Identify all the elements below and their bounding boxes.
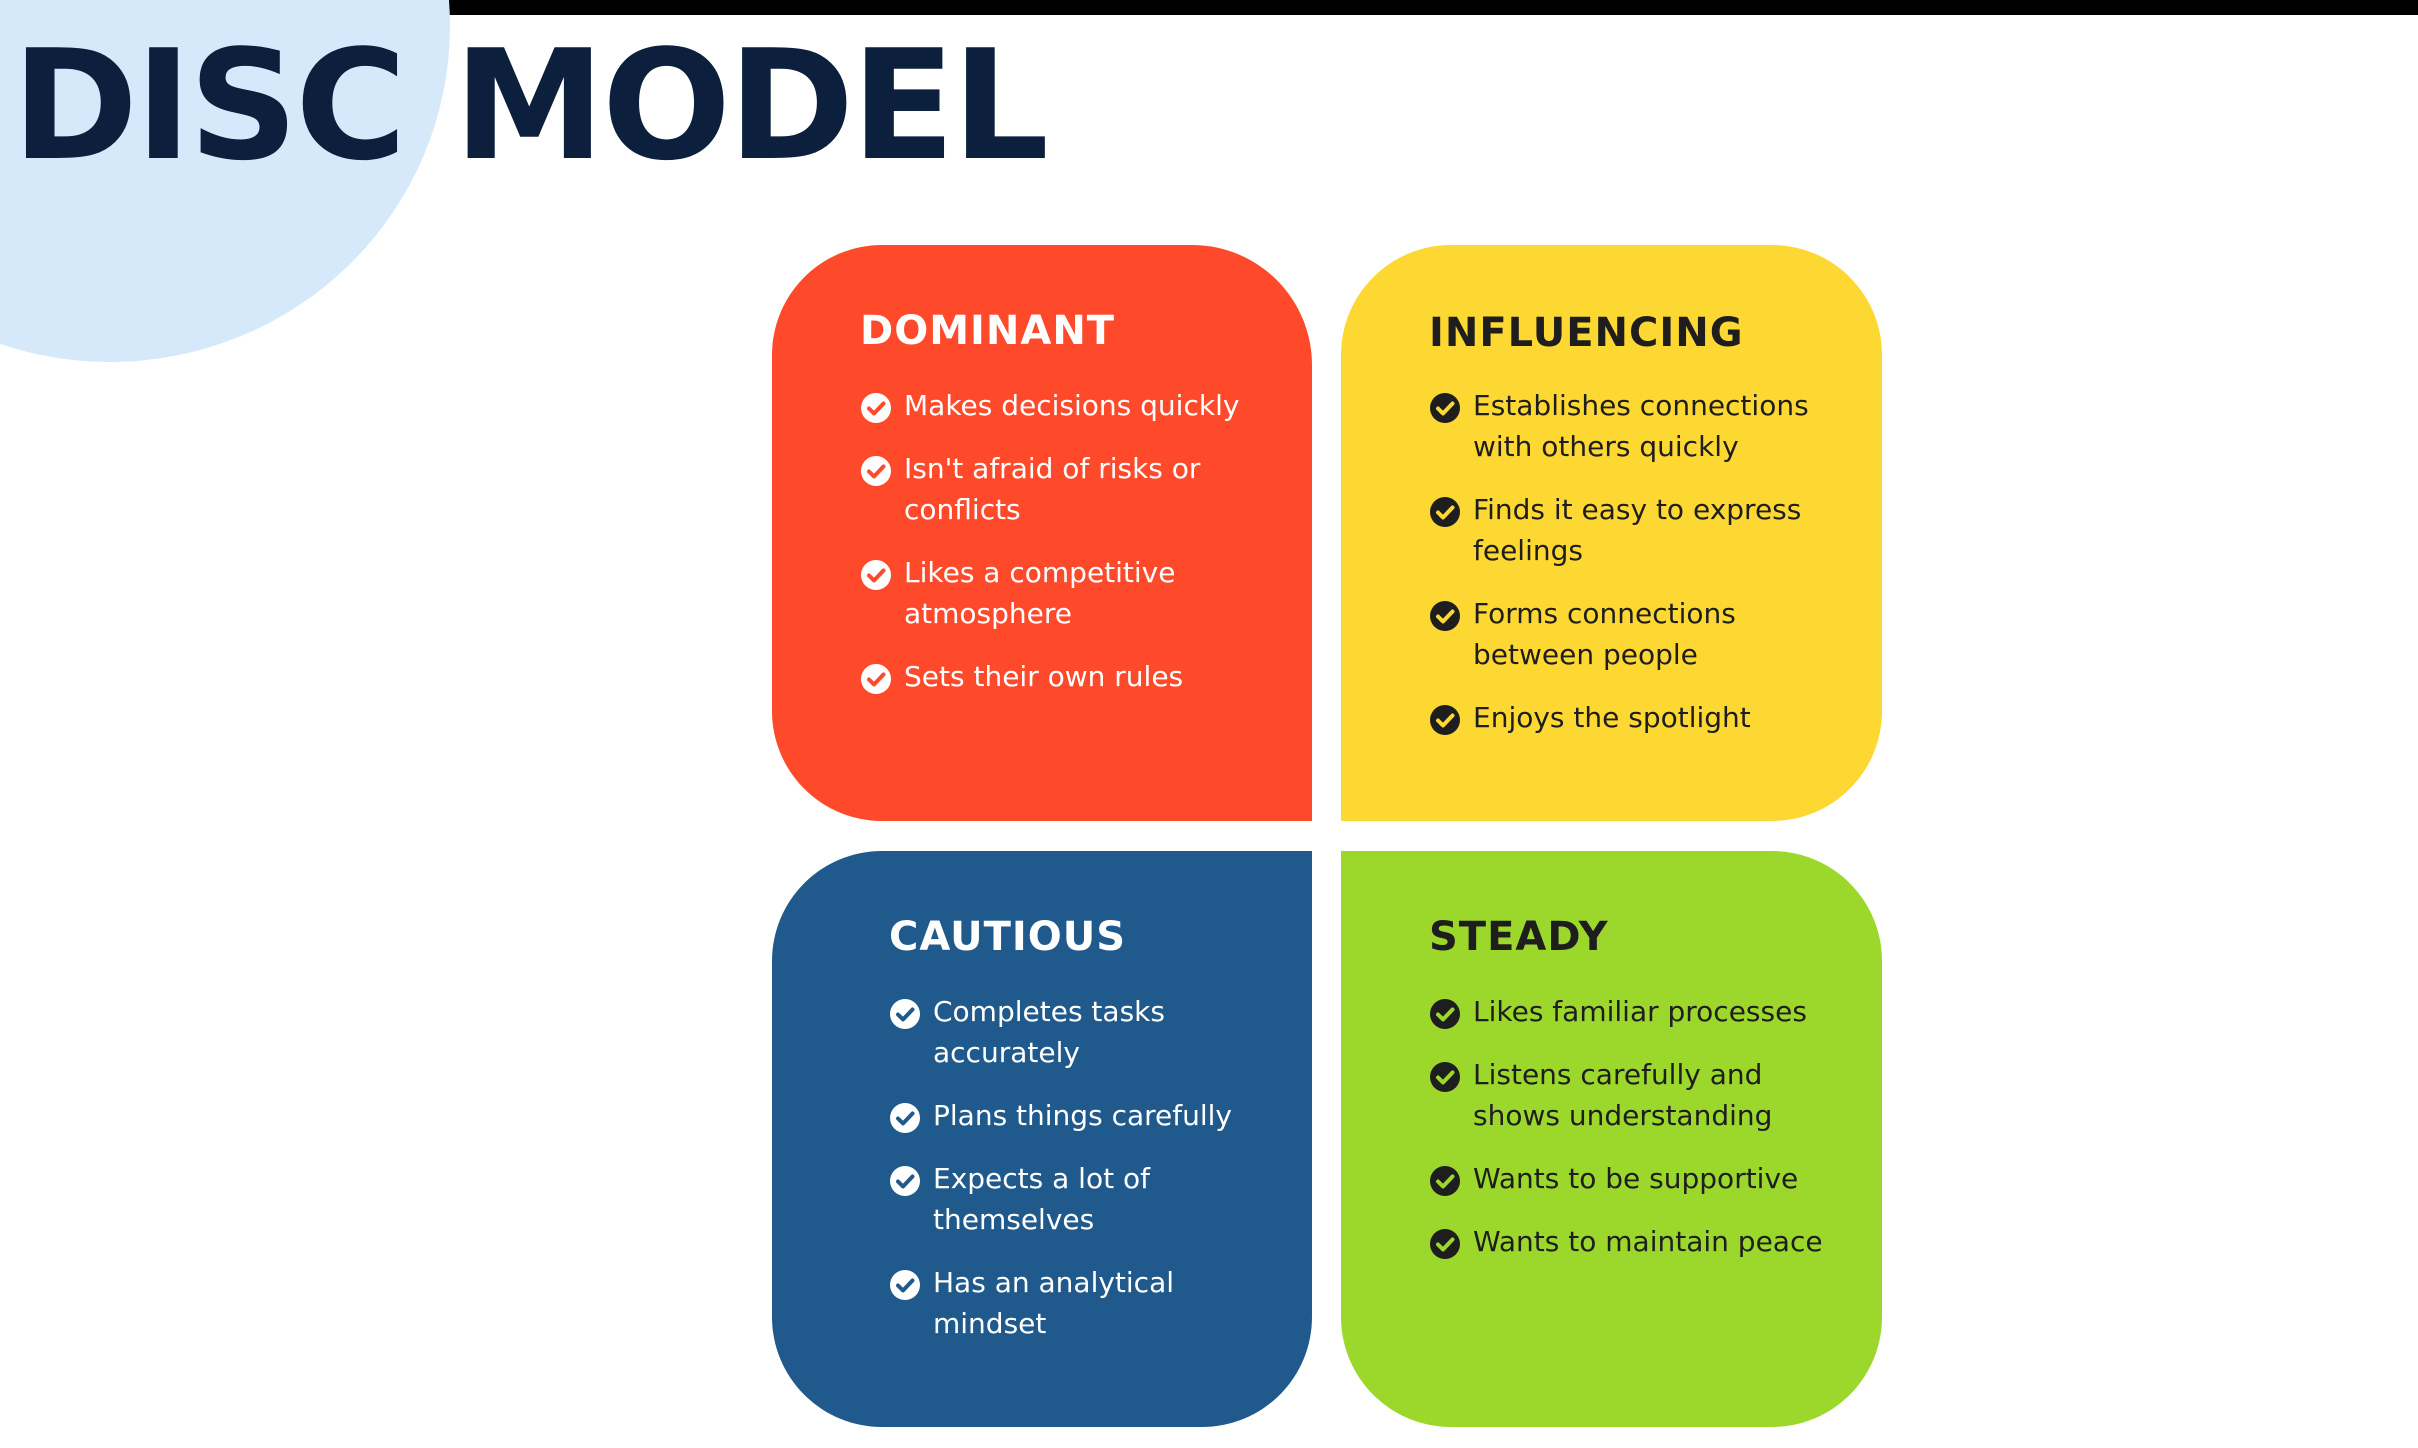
- trait-list: Makes decisions quickly Isn't afraid of …: [860, 385, 1280, 719]
- trait-text: Likes familiar processes: [1473, 995, 1807, 1028]
- trait-text: Wants to be supportive: [1473, 1162, 1799, 1195]
- check-circle-icon: [890, 1103, 920, 1133]
- trait-item: Expects a lot of themselves: [889, 1158, 1289, 1240]
- trait-item: Isn't afraid of risks or conflicts: [860, 448, 1280, 530]
- check-circle-icon: [861, 560, 891, 590]
- quadrant-heading: INFLUENCING: [1429, 310, 1744, 356]
- trait-text: Finds it easy to express feelings: [1473, 493, 1802, 567]
- quadrant-dominant: DOMINANT Makes decisions quickly Isn't a…: [772, 245, 1312, 821]
- quadrant-cautious: CAUTIOUS Completes tasks accurately Plan…: [772, 851, 1312, 1427]
- trait-text: Wants to maintain peace: [1473, 1225, 1823, 1258]
- check-circle-icon: [861, 456, 891, 486]
- check-circle-icon: [1430, 999, 1460, 1029]
- trait-item: Finds it easy to express feelings: [1429, 489, 1849, 571]
- quadrant-heading: CAUTIOUS: [889, 914, 1127, 960]
- trait-text: Establishes connections with others quic…: [1473, 389, 1809, 463]
- trait-item: Wants to maintain peace: [1429, 1221, 1849, 1262]
- check-circle-icon: [1430, 601, 1460, 631]
- trait-item: Establishes connections with others quic…: [1429, 385, 1849, 467]
- trait-text: Enjoys the spotlight: [1473, 701, 1751, 734]
- quadrant-steady: STEADY Likes familiar processes Listens …: [1341, 851, 1882, 1427]
- trait-item: Likes familiar processes: [1429, 991, 1849, 1032]
- trait-item: Completes tasks accurately: [889, 991, 1289, 1073]
- trait-item: Forms connections between people: [1429, 593, 1849, 675]
- trait-text: Makes decisions quickly: [904, 389, 1240, 422]
- check-circle-icon: [1430, 393, 1460, 423]
- trait-text: Forms connections between people: [1473, 597, 1736, 671]
- trait-text: Completes tasks accurately: [933, 995, 1165, 1069]
- trait-text: Expects a lot of themselves: [933, 1162, 1150, 1236]
- trait-list: Establishes connections with others quic…: [1429, 385, 1849, 760]
- trait-text: Listens carefully and shows understandin…: [1473, 1058, 1773, 1132]
- check-circle-icon: [890, 1166, 920, 1196]
- check-circle-icon: [890, 1270, 920, 1300]
- check-circle-icon: [1430, 497, 1460, 527]
- trait-text: Has an analytical mindset: [933, 1266, 1175, 1340]
- trait-item: Has an analytical mindset: [889, 1262, 1289, 1344]
- trait-text: Likes a competitive atmosphere: [904, 556, 1176, 630]
- check-circle-icon: [1430, 1062, 1460, 1092]
- trait-item: Enjoys the spotlight: [1429, 697, 1849, 738]
- trait-item: Makes decisions quickly: [860, 385, 1280, 426]
- check-circle-icon: [1430, 1229, 1460, 1259]
- trait-item: Wants to be supportive: [1429, 1158, 1849, 1199]
- check-circle-icon: [861, 393, 891, 423]
- trait-item: Likes a competitive atmosphere: [860, 552, 1280, 634]
- trait-item: Plans things carefully: [889, 1095, 1289, 1136]
- trait-list: Likes familiar processes Listens careful…: [1429, 991, 1849, 1284]
- trait-text: Isn't afraid of risks or conflicts: [904, 452, 1201, 526]
- quadrant-heading: DOMINANT: [860, 308, 1116, 354]
- check-circle-icon: [890, 999, 920, 1029]
- check-circle-icon: [1430, 705, 1460, 735]
- quadrant-influencing: INFLUENCING Establishes connections with…: [1341, 245, 1882, 821]
- page-title: DISC MODEL: [12, 17, 1049, 194]
- check-circle-icon: [1430, 1166, 1460, 1196]
- trait-text: Plans things carefully: [933, 1099, 1232, 1132]
- quadrant-heading: STEADY: [1429, 914, 1609, 960]
- check-circle-icon: [861, 664, 891, 694]
- trait-list: Completes tasks accurately Plans things …: [889, 991, 1289, 1366]
- trait-text: Sets their own rules: [904, 660, 1184, 693]
- trait-item: Listens carefully and shows understandin…: [1429, 1054, 1849, 1136]
- trait-item: Sets their own rules: [860, 656, 1280, 697]
